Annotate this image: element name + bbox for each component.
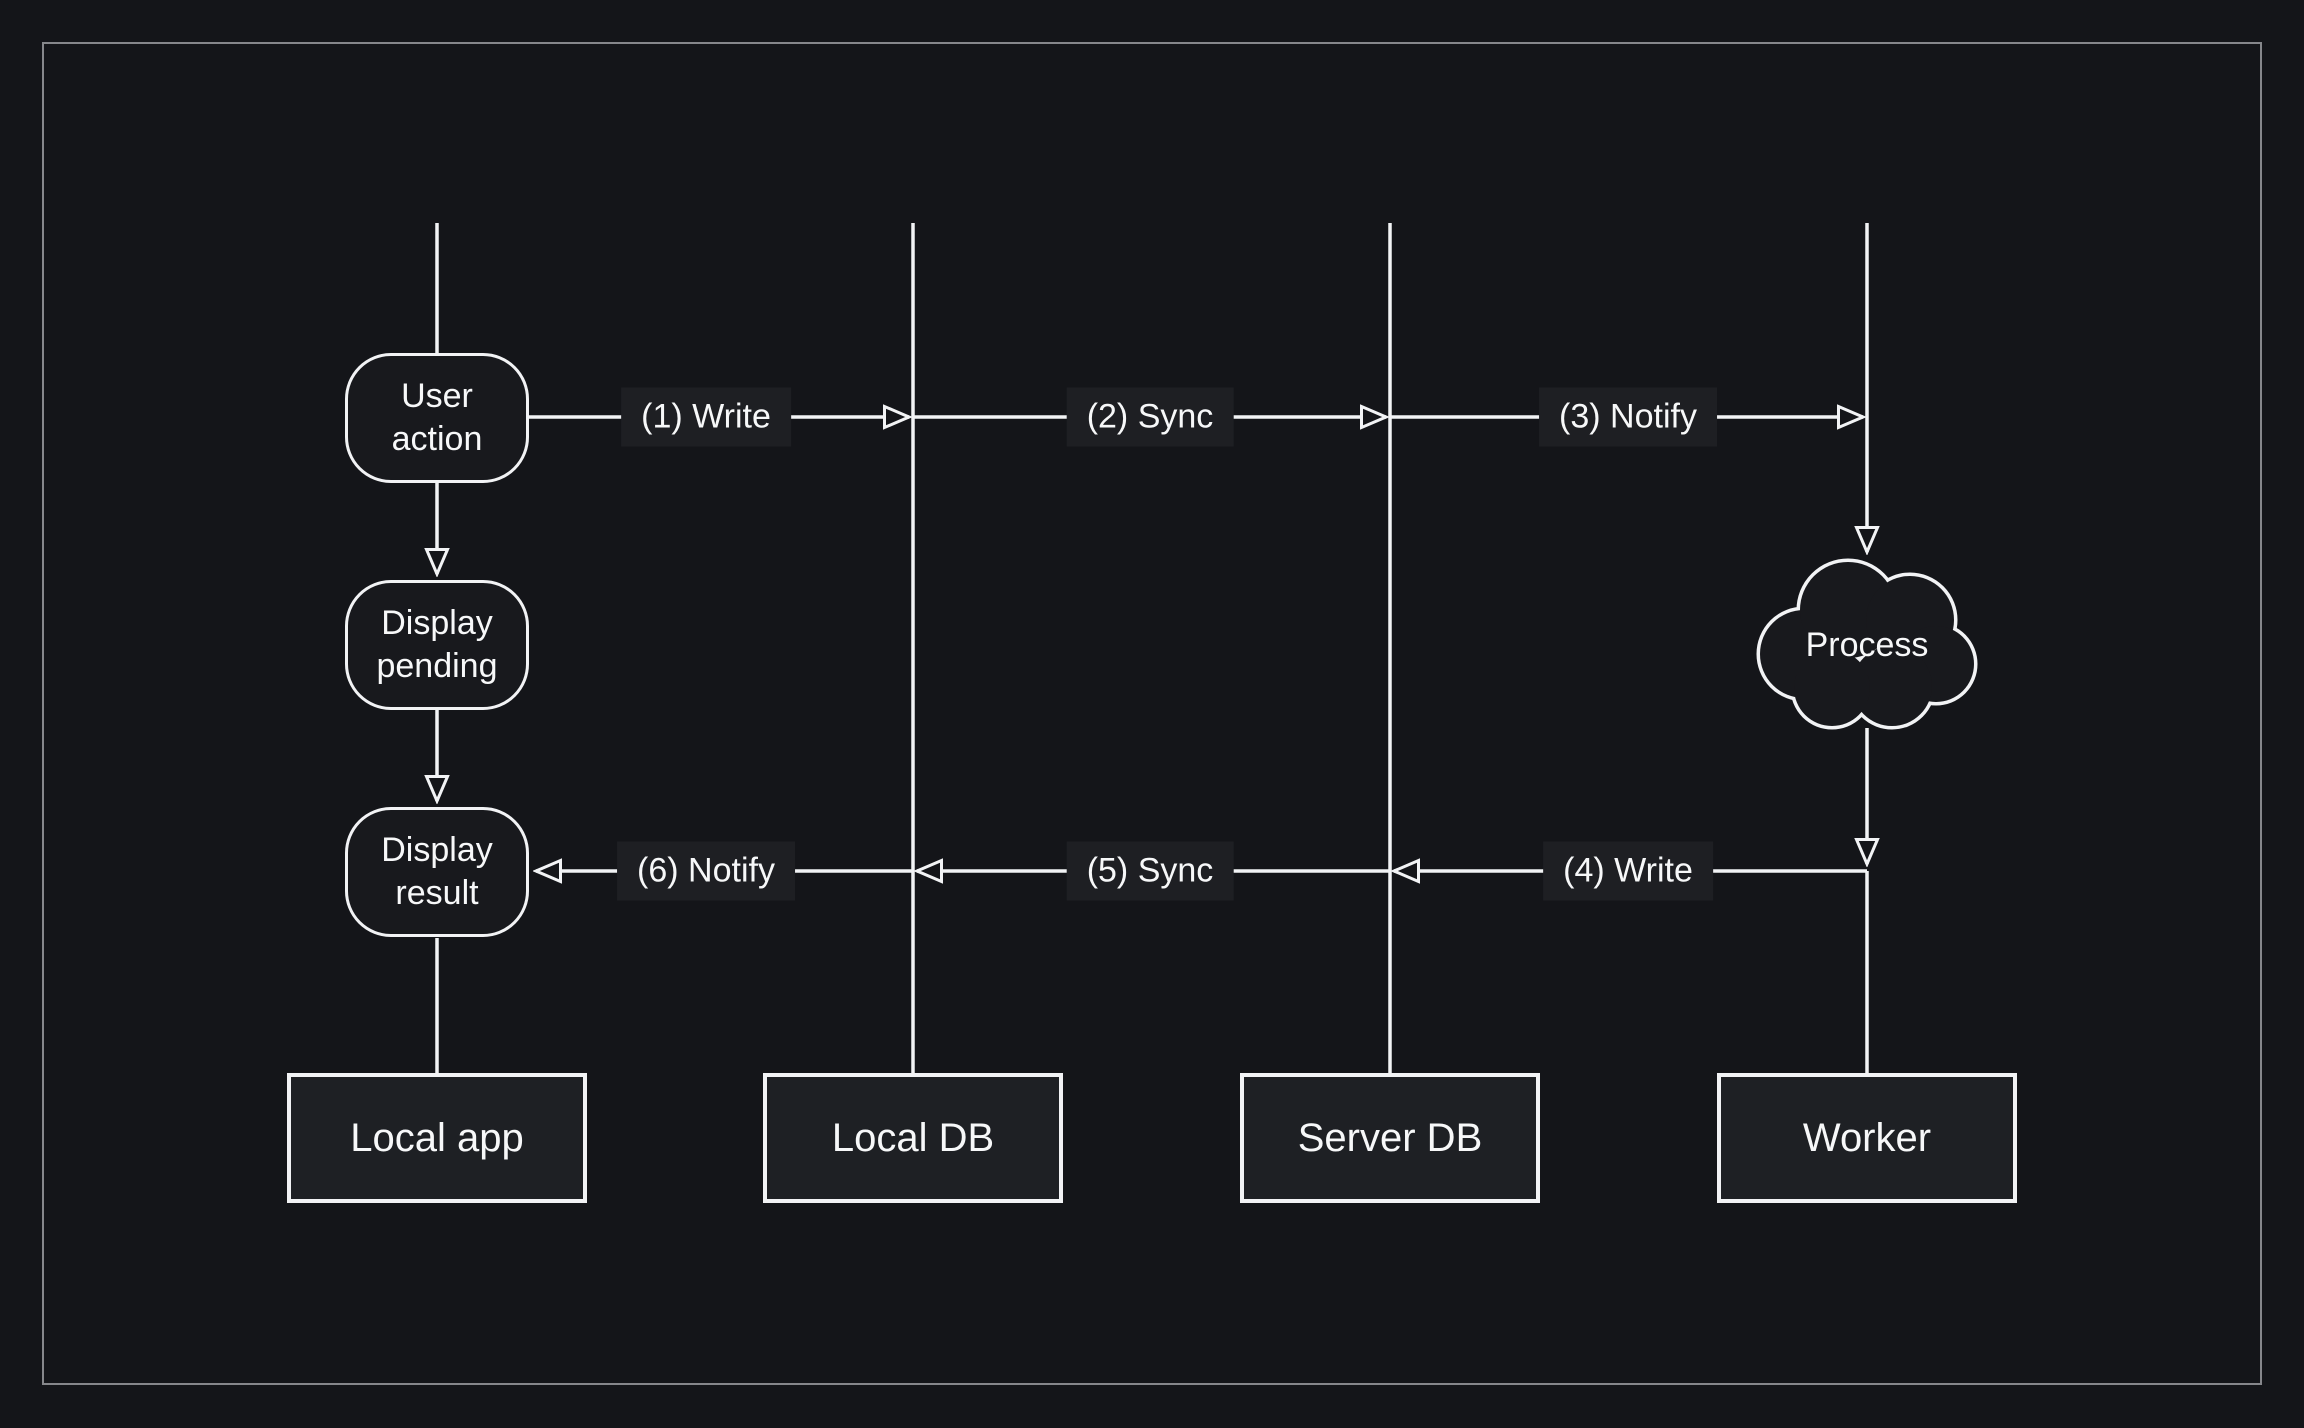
lane-box-server-db-label: Server DB xyxy=(1297,1115,1483,1160)
node-display-pending: Display pending xyxy=(345,580,529,710)
lane-box-worker-label: Worker xyxy=(1802,1115,1932,1160)
message-label-1-write: (1) Write xyxy=(621,387,791,447)
lane-box-local-app: Local app xyxy=(287,1073,587,1203)
message-label-6-notify: (6) Notify xyxy=(617,841,795,901)
outer-frame xyxy=(42,42,2262,1385)
node-display-result: Display result xyxy=(345,807,529,937)
message-label-5-sync: (5) Sync xyxy=(1066,841,1234,901)
node-display-pending-label: Display pending xyxy=(376,604,498,685)
cloud-shape xyxy=(1756,558,1978,730)
node-user-action-label: User action xyxy=(391,377,483,458)
lane-box-server-db: Server DB xyxy=(1240,1073,1540,1203)
node-display-result-label: Display result xyxy=(381,831,493,912)
lane-box-local-db-label: Local DB xyxy=(831,1115,995,1160)
lane-box-local-db: Local DB xyxy=(763,1073,1063,1203)
lane-box-local-app-label: Local app xyxy=(350,1115,524,1160)
message-label-2-sync: (2) Sync xyxy=(1066,387,1234,447)
cloud-process-label: Process xyxy=(1805,626,1929,664)
message-label-3-notify: (3) Notify xyxy=(1539,387,1717,447)
message-label-4-write: (4) Write xyxy=(1543,841,1713,901)
lane-box-worker: Worker xyxy=(1717,1073,2017,1203)
node-user-action: User action xyxy=(345,353,529,483)
